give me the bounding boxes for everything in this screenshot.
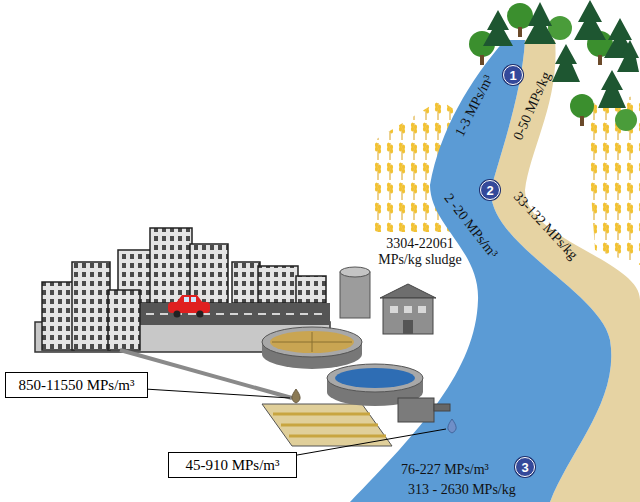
- treatment-plant: [262, 404, 392, 446]
- forest: [615, 109, 637, 131]
- city: [232, 262, 260, 303]
- site-marker: 1: [503, 65, 523, 85]
- treatment-plant: [327, 364, 423, 392]
- treatment-plant: [340, 267, 370, 277]
- callout-number: 1: [509, 69, 516, 82]
- forest: [617, 40, 639, 72]
- droplet: [448, 419, 456, 433]
- city: [150, 228, 192, 303]
- river: [350, 40, 640, 502]
- concentration-box: 850-11550 MPs/m³: [5, 372, 148, 398]
- treatment-plant: [281, 424, 378, 427]
- treatment-plant: [434, 404, 450, 411]
- treatment-plant: [273, 413, 370, 416]
- treatment-plant: [380, 284, 436, 298]
- forest: [483, 10, 513, 46]
- forest: [598, 70, 626, 108]
- city: [258, 266, 298, 303]
- treatment-plant: [418, 306, 426, 313]
- concentration-label: 313 - 2630 MPs/kg: [408, 482, 516, 498]
- treatment-plant: [262, 327, 362, 357]
- treatment-plant: [340, 272, 370, 318]
- wheat-field: [585, 95, 640, 265]
- forest: [552, 44, 580, 82]
- city: [72, 262, 110, 350]
- city: [190, 244, 228, 303]
- treatment-plant: [262, 267, 450, 446]
- city: [191, 297, 196, 302]
- city: [176, 295, 203, 303]
- treatment-plant: [335, 368, 415, 388]
- treatment-plant: [270, 331, 354, 353]
- treatment-plant: [312, 332, 313, 352]
- forest: [580, 116, 584, 126]
- treatment-plant: [398, 398, 434, 422]
- city: [174, 311, 181, 318]
- city: [184, 297, 189, 302]
- river: [350, 40, 611, 502]
- city: [132, 313, 328, 315]
- callout-number: 2: [486, 184, 493, 197]
- forest: [524, 2, 556, 44]
- sludge-label: 3304-22061 MPs/kg sludge: [372, 236, 468, 268]
- forest: [598, 55, 602, 65]
- treatment-plant: [383, 298, 433, 334]
- city: [130, 303, 330, 325]
- treatment-plant: [289, 435, 386, 438]
- site-marker: 3: [515, 457, 535, 477]
- treatment-plant: [403, 320, 413, 334]
- concentration-box: 45-910 MPs/m³: [168, 452, 297, 478]
- forest: [574, 0, 606, 40]
- forest: [570, 94, 594, 118]
- forest: [518, 27, 522, 37]
- site-marker: 2: [480, 180, 500, 200]
- droplet: [292, 389, 300, 403]
- treatment-plant: [404, 306, 412, 313]
- forest: [469, 0, 639, 131]
- box-text: 850-11550 MPs/m³: [18, 376, 134, 394]
- city: [296, 276, 326, 303]
- droplet: [292, 389, 456, 433]
- box-text: 45-910 MPs/m³: [185, 456, 279, 474]
- concentration-label: 76-227 MPs/m³: [401, 462, 489, 478]
- treatment-plant: [390, 306, 398, 313]
- city: [197, 311, 204, 318]
- callout-number: 3: [521, 461, 528, 474]
- city: [42, 282, 74, 350]
- forest: [480, 55, 484, 65]
- city: [168, 302, 210, 313]
- city: [108, 290, 140, 350]
